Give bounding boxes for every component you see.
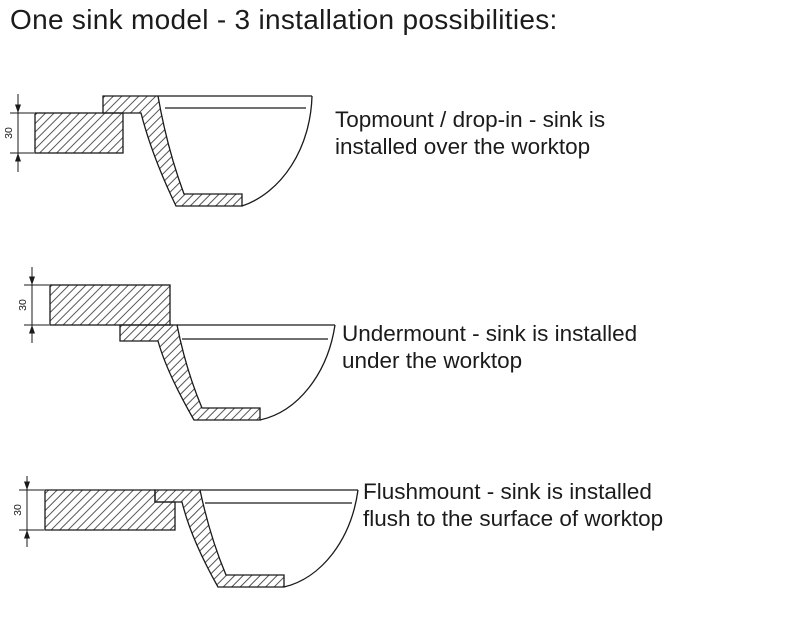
worktop-section [34,112,124,154]
dimension-label: 30 [3,127,15,139]
description-line: under the worktop [342,348,523,374]
topmount-description: Topmount / drop-in - sink is installed o… [335,106,605,161]
undermount-description: Undermount - sink is installed under the… [342,320,637,375]
dimension-label: 30 [12,504,24,516]
dimension-arrow-top [24,481,30,490]
dimension-30 [10,94,34,172]
dimension-label: 30 [17,299,29,311]
bowl-arc [259,324,336,421]
dimension-arrow-bottom [15,153,21,162]
topmount-diagram: 30 [3,94,313,207]
description-line: flush to the surface of worktop [363,506,664,532]
description-line: Flushmount - sink is installed [363,479,652,504]
dimension-30 [24,267,49,343]
dimension-arrow-top [15,104,21,113]
worktop-section [49,284,171,326]
description-line: Undermount - sink is installed [342,321,638,346]
page-title: One sink model - 3 installation possibil… [10,4,558,35]
bowl-arc [283,489,359,588]
description-line: installed over the worktop [335,134,591,160]
dimension-arrow-bottom [29,325,35,334]
bowl-arc [241,95,313,207]
undermount-diagram: 30 [17,267,336,421]
flushmount-diagram: 30 [12,476,359,588]
dimension-arrow-bottom [24,530,30,539]
dimension-30 [19,476,44,547]
dimension-arrow-top [29,276,35,285]
flushmount-description: Flushmount - sink is installed flush to … [363,478,663,533]
sink-section [102,95,243,207]
description-line: Topmount / drop-in - sink is [335,107,606,132]
